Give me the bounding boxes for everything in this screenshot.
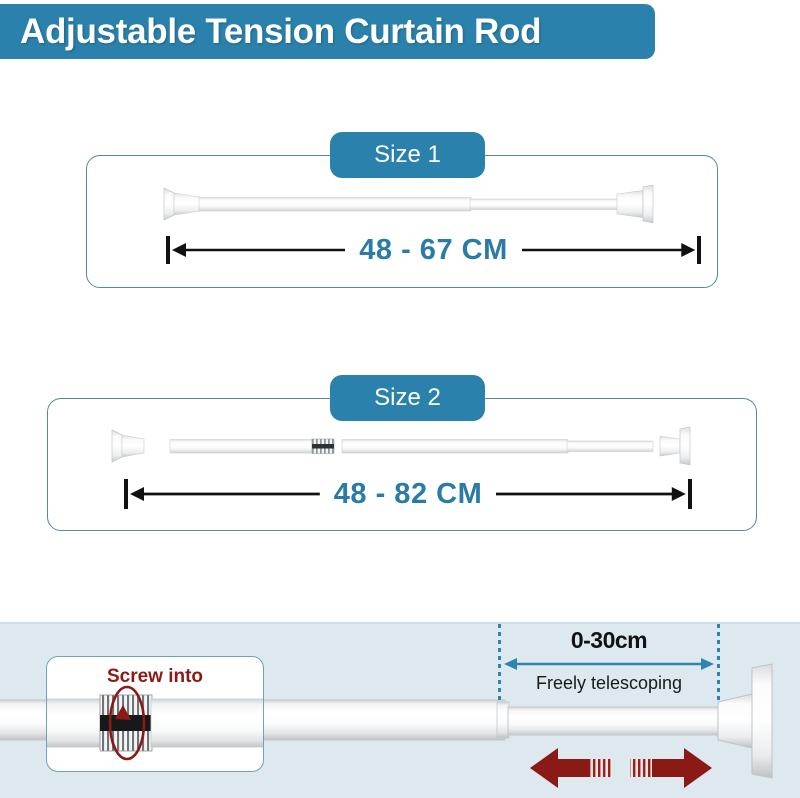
size-2-badge-label: Size 2 bbox=[374, 384, 441, 411]
size-2-rod-illustration bbox=[108, 424, 696, 468]
arrow-right-icon bbox=[630, 748, 712, 788]
telescope-guide-left bbox=[498, 624, 501, 702]
dimension-tick-left bbox=[124, 479, 128, 509]
dimension-arrow-right bbox=[522, 230, 697, 270]
header-banner: Adjustable Tension Curtain Rod bbox=[0, 4, 655, 59]
double-headed-arrow-icon bbox=[504, 658, 714, 670]
screw-into-callout-card: Screw into bbox=[46, 656, 264, 772]
rod-graphic bbox=[111, 426, 691, 466]
telescoping-direction-arrows bbox=[530, 748, 712, 788]
dimension-arrow-left bbox=[128, 474, 320, 514]
size-1-dimension-row: 48 - 67 CM bbox=[166, 230, 702, 270]
size-2-dimension-label: 48 - 82 CM bbox=[333, 477, 483, 510]
arrow-left-icon bbox=[530, 748, 612, 788]
telescope-guide-right bbox=[717, 624, 720, 702]
telescope-description: Freely telescoping bbox=[535, 673, 683, 693]
dimension-tick-right bbox=[688, 479, 693, 509]
telescope-callout: 0-30cm Freely telescoping bbox=[498, 627, 720, 705]
size-1-dimension-label: 48 - 67 CM bbox=[359, 233, 508, 266]
circular-rotation-arrow-icon bbox=[108, 685, 146, 761]
dimension-arrow-left bbox=[170, 230, 345, 270]
dimension-tick-left bbox=[166, 236, 170, 264]
size-2-dimension-row: 48 - 82 CM bbox=[124, 474, 693, 514]
scene-top-divider bbox=[0, 622, 800, 624]
telescope-range-value: 0-30cm bbox=[570, 627, 648, 653]
size-1-badge-label: Size 1 bbox=[374, 141, 441, 168]
size-2-badge: Size 2 bbox=[330, 375, 485, 421]
size-1-rod-illustration bbox=[160, 182, 660, 226]
dimension-tick-right bbox=[697, 236, 702, 264]
threaded-joint-graphic bbox=[47, 694, 263, 752]
page-title: Adjustable Tension Curtain Rod bbox=[20, 11, 542, 51]
dimension-arrow-right bbox=[496, 474, 688, 514]
installation-detail-scene: Screw into bbox=[0, 622, 800, 798]
screw-into-label: Screw into bbox=[106, 666, 204, 687]
rod-graphic bbox=[163, 184, 654, 224]
size-1-badge: Size 1 bbox=[330, 132, 485, 178]
